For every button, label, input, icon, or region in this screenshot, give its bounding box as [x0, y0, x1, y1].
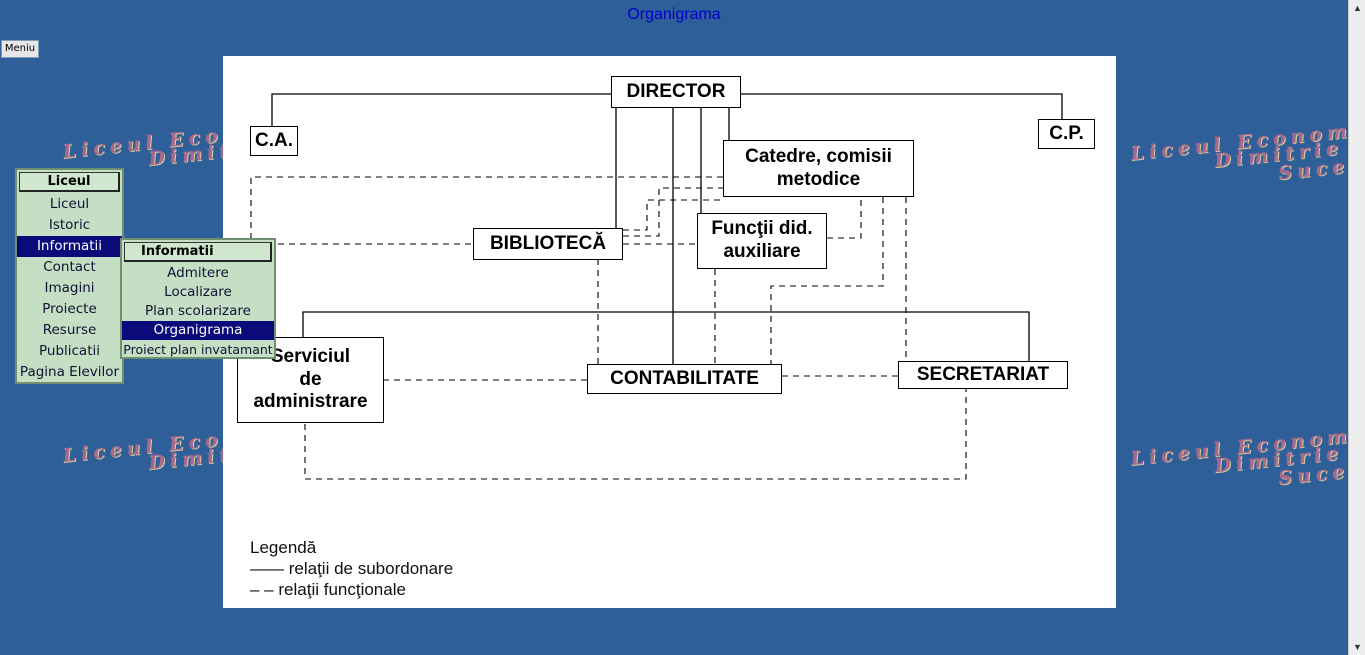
submenu-item-plan-scolarizare[interactable]: Plan scolarizare: [145, 303, 251, 319]
legend-dashed-symbol: – –: [250, 580, 274, 599]
menu-item-contact[interactable]: Contact: [43, 259, 96, 275]
node-serviciul: Serviciul de administrare: [237, 337, 384, 423]
org-chart: DIRECTOR C.A. C.P. Catedre, comisii meto…: [223, 56, 1116, 608]
scroll-up-icon[interactable]: ▲: [1353, 3, 1362, 13]
menu-liceul: Liceul Liceul Istoric Informatii Contact…: [15, 168, 124, 384]
menu-informatii-header: Informatii: [124, 242, 272, 262]
submenu-item-organigrama[interactable]: Organigrama: [122, 321, 274, 340]
menu-item-pagina-elevilor[interactable]: Pagina Elevilor: [19, 364, 120, 380]
legend-dashed-label: relaţii funcţionale: [278, 580, 406, 599]
org-chart-connectors: [250, 93, 1063, 480]
legend-solid-label: relaţii de subordonare: [288, 559, 454, 578]
node-biblioteca: BIBLIOTECĂ: [473, 228, 623, 260]
dashed-lines: [250, 176, 967, 480]
legend-dashed: – – relaţii funcţionale: [250, 580, 406, 600]
node-cp: C.P.: [1038, 119, 1095, 149]
node-contabilitate: CONTABILITATE: [587, 364, 782, 394]
menu-item-proiecte[interactable]: Proiecte: [42, 301, 97, 317]
scroll-down-icon[interactable]: ▼: [1353, 642, 1362, 652]
node-functii: Funcţii did. auxiliare: [697, 213, 827, 269]
menu-button[interactable]: Meniu: [1, 40, 39, 58]
node-director: DIRECTOR: [611, 76, 741, 108]
menu-item-istoric[interactable]: Istoric: [48, 217, 91, 233]
menu-liceul-header: Liceul: [19, 172, 120, 192]
node-secretariat: SECRETARIAT: [898, 361, 1068, 389]
submenu-item-localizare[interactable]: Localizare: [164, 284, 232, 300]
menu-item-liceul[interactable]: Liceul: [49, 196, 90, 212]
menu-item-resurse[interactable]: Resurse: [42, 322, 97, 338]
menu-item-informatii[interactable]: Informatii: [17, 236, 122, 257]
menu-item-imagini[interactable]: Imagini: [44, 280, 95, 296]
submenu-item-proiect-plan[interactable]: Proiect plan invatamant: [123, 342, 273, 357]
page-title: Organigrama: [627, 6, 721, 23]
submenu-item-admitere[interactable]: Admitere: [167, 265, 229, 281]
solid-lines: [271, 93, 1063, 364]
menu-item-publicatii[interactable]: Publicatii: [38, 343, 101, 359]
node-ca: C.A.: [250, 126, 298, 156]
vertical-scrollbar[interactable]: ▲ ▼: [1348, 0, 1365, 655]
legend-solid-symbol: ——: [250, 559, 284, 578]
legend-solid: —— relaţii de subordonare: [250, 559, 453, 579]
legend-title: Legendă: [250, 538, 317, 557]
node-catedre: Catedre, comisii metodice: [723, 140, 914, 197]
menu-informatii: Informatii Admitere Localizare Plan scol…: [120, 238, 276, 359]
